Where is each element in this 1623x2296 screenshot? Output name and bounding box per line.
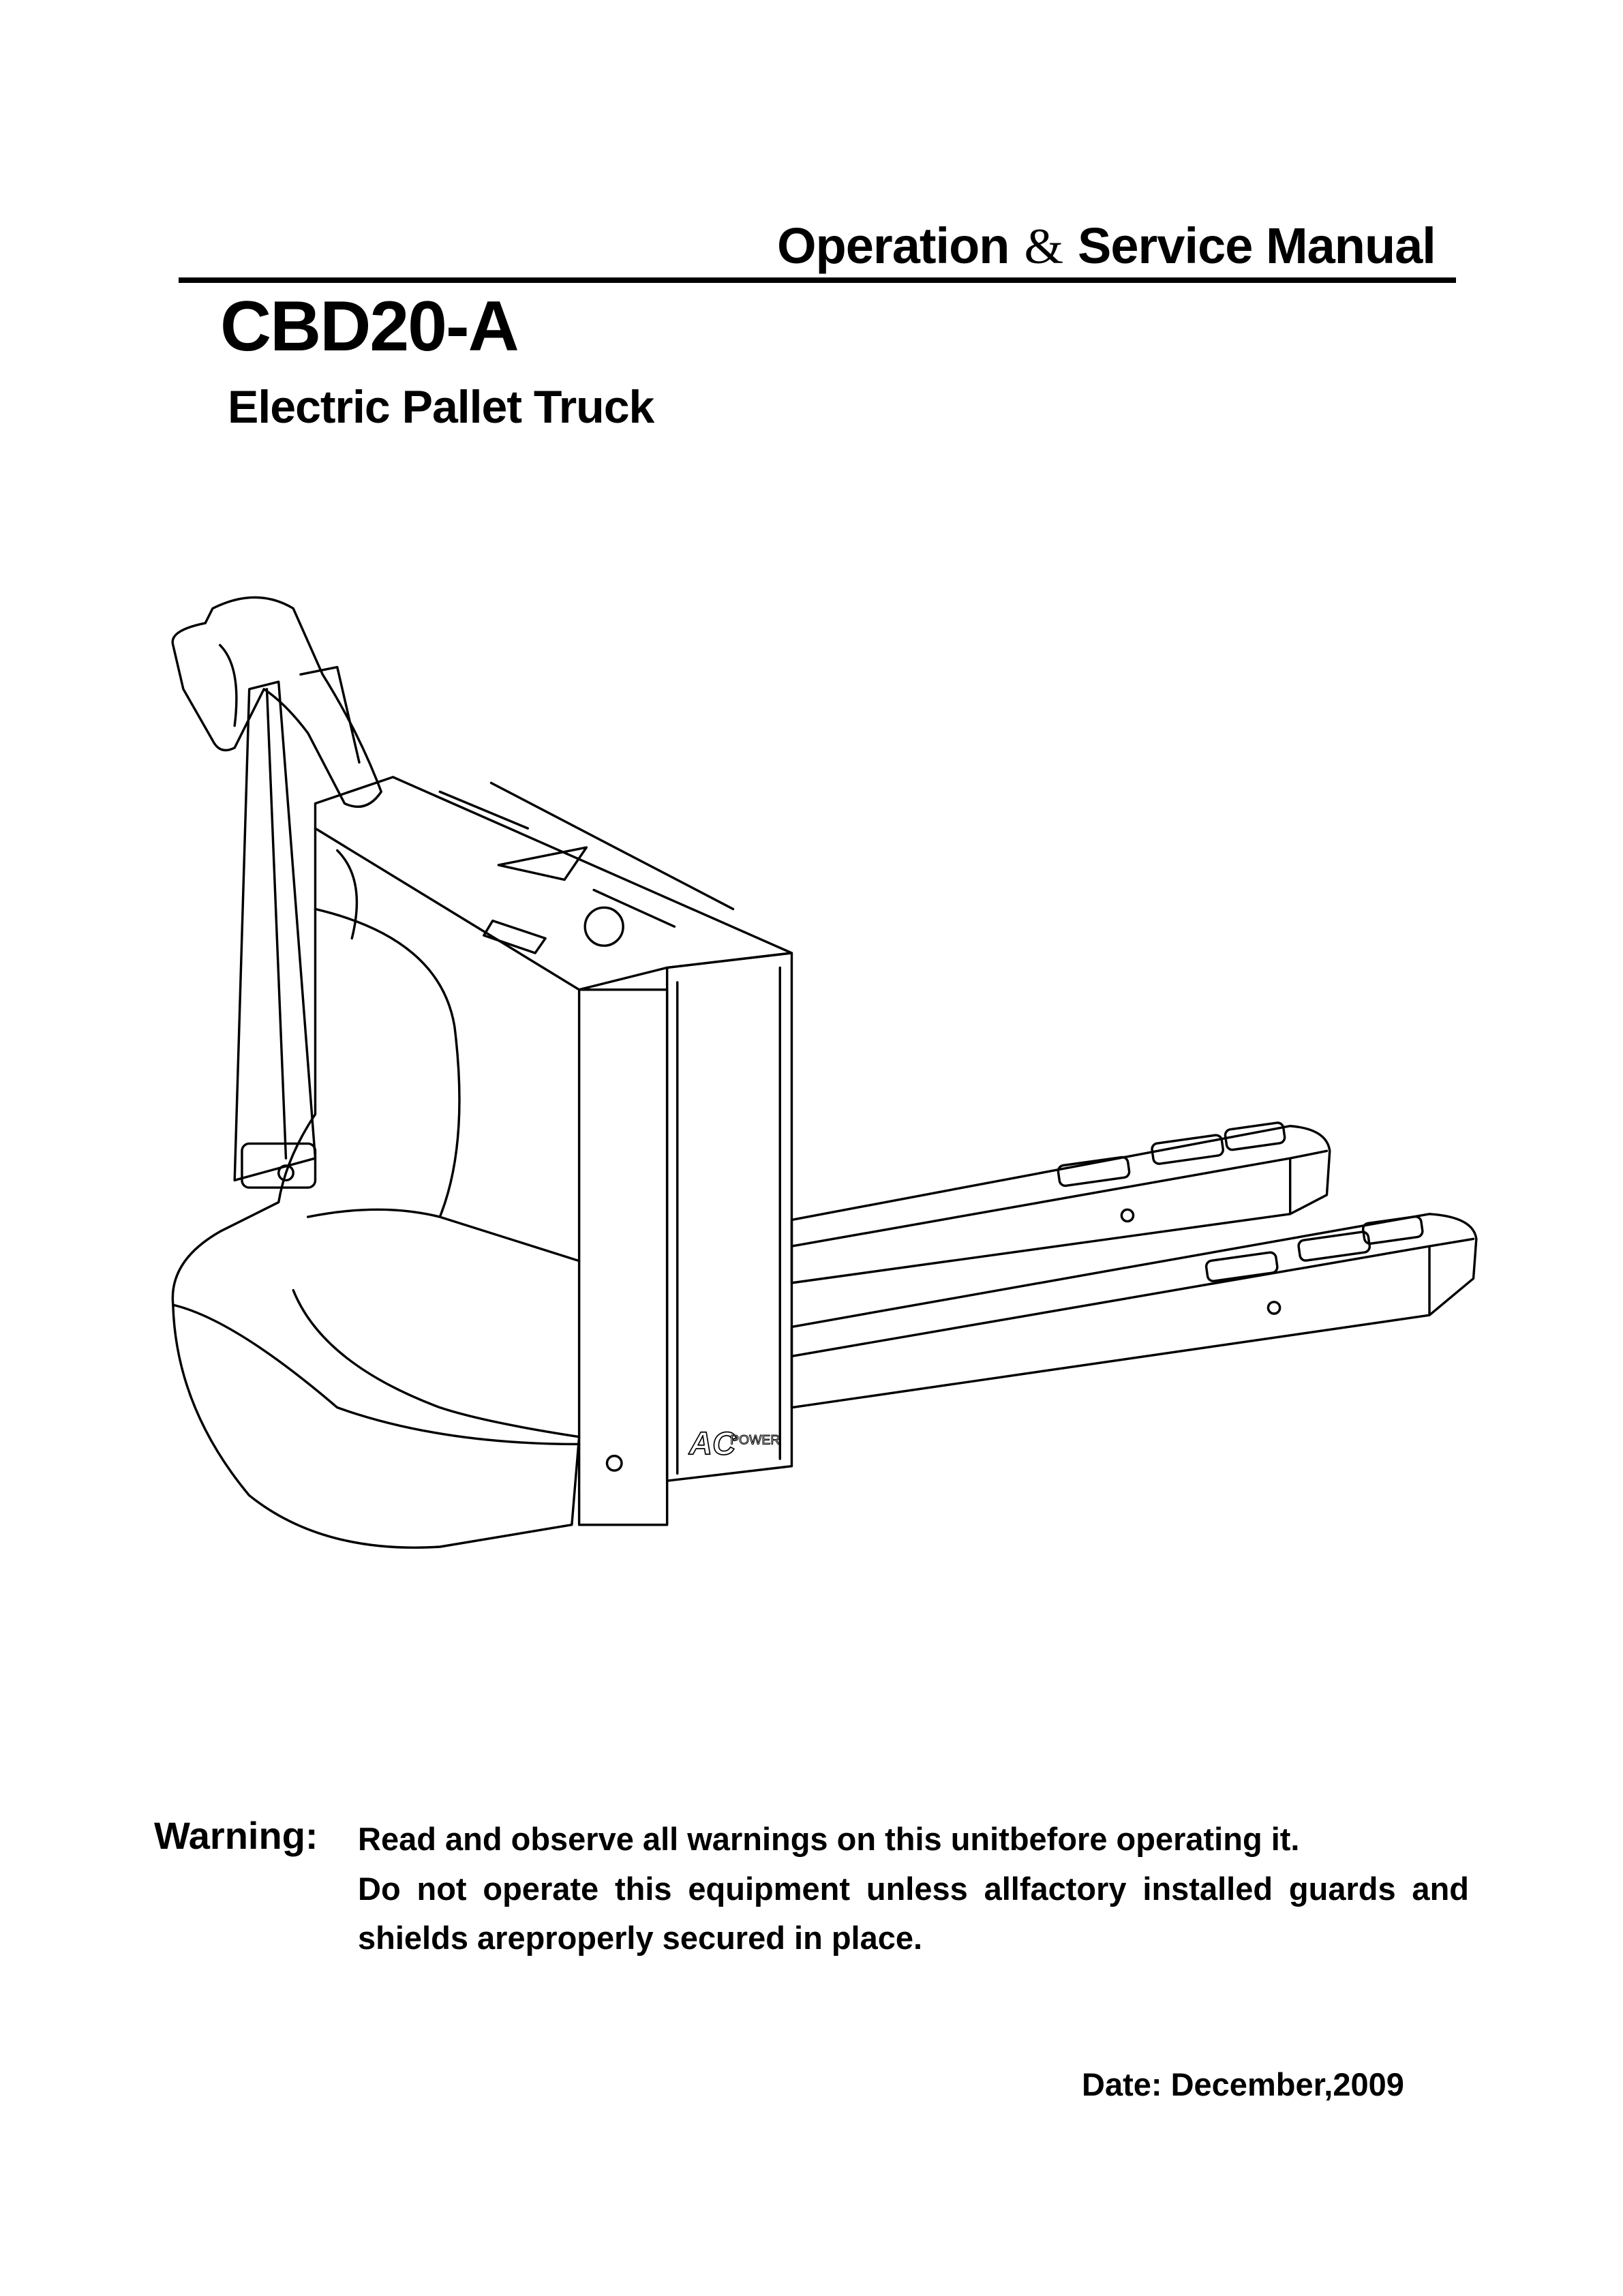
title-part1: Operation [777, 217, 1010, 274]
front-panel [577, 988, 669, 1526]
warning-line-2: Do not operate this equipment unless all… [358, 1871, 1469, 1907]
title-ampersand: & [1024, 219, 1063, 275]
model-number: CBD20-A [220, 287, 519, 366]
warning-line-3: shields areproperly secured in place. [358, 1920, 923, 1956]
upper-fork [790, 1125, 1331, 1284]
product-name: Electric Pallet Truck [228, 381, 654, 433]
tiller-head [171, 596, 382, 809]
power-badge: POWER [730, 1432, 780, 1447]
publication-date: Date: December,2009 [1082, 2066, 1404, 2102]
document-title: Operation&Service Manual [777, 217, 1436, 276]
lower-fork [790, 1213, 1478, 1409]
title-divider [179, 277, 1456, 283]
warning-label: Warning: [154, 1814, 318, 1857]
tiller-arm [233, 680, 317, 1182]
side-panel [665, 952, 793, 1482]
title-part2: Service Manual [1078, 217, 1436, 274]
key-switch [583, 906, 624, 947]
warning-line-1: Read and observe all warnings on this un… [358, 1821, 1300, 1857]
ac-badge: AC [688, 1425, 736, 1462]
chassis-top [314, 776, 793, 991]
fork-cutouts [1057, 1121, 1424, 1315]
drive-cover [171, 827, 581, 1549]
